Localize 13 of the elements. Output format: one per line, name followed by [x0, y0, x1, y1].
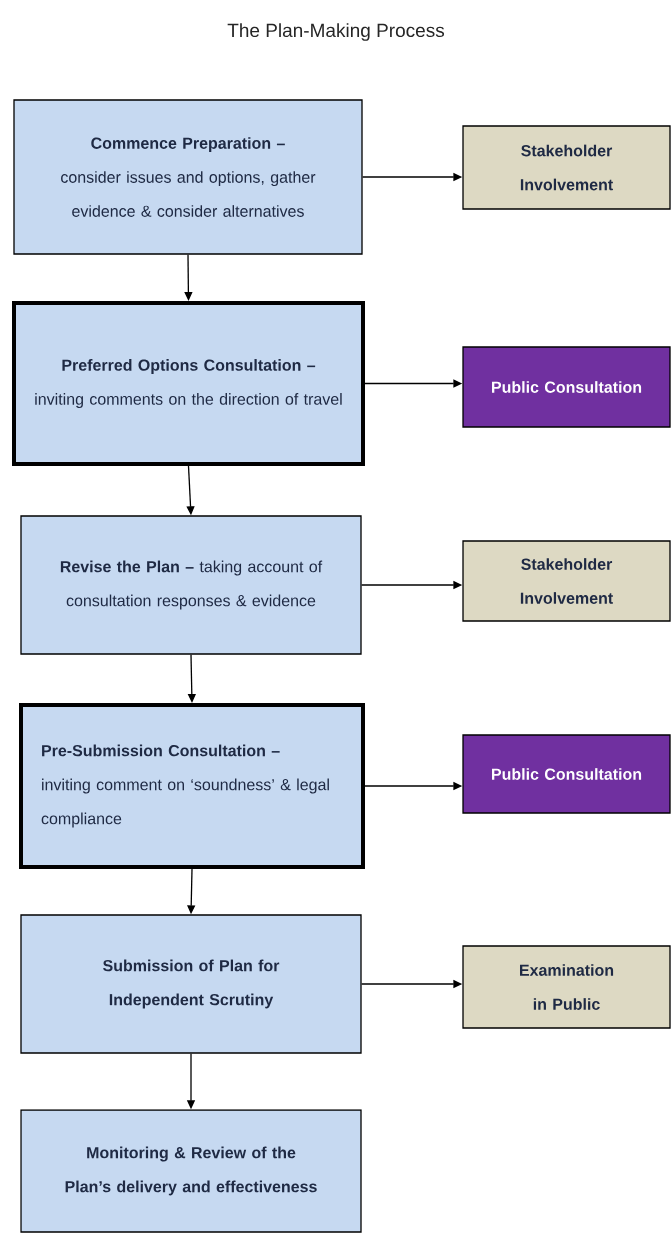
process-box: Submission of Plan for Independent Scrutiny: [20, 914, 362, 1054]
process-box: Revise the Plan – taking account of consultation responses & evidence: [20, 515, 362, 655]
title: The Plan-Making Process: [227, 23, 445, 41]
arrow: [184, 254, 193, 301]
outcome-box: Examination in Public: [462, 945, 671, 1029]
outcome-box: Stakeholder Involvement: [462, 125, 671, 210]
process-box: Commence Preparation – consider issues and options, gather evidence & consider alternatives: [13, 99, 363, 255]
consultation-box: Pre-Submission Consultation – inviting comment on ‘soundness’ & legal compliance: [19, 703, 365, 869]
consultation-box: Public Consultation: [462, 734, 671, 814]
consultation-box: Public Consultation: [462, 346, 671, 428]
process-box: Monitoring & Review of the Plan’s delivery and effectiveness: [20, 1109, 362, 1233]
consultation-box: Preferred Options Consultation – inviting comments on the direction of travel: [12, 301, 365, 466]
outcome-box: Stakeholder Involvement: [462, 540, 671, 622]
